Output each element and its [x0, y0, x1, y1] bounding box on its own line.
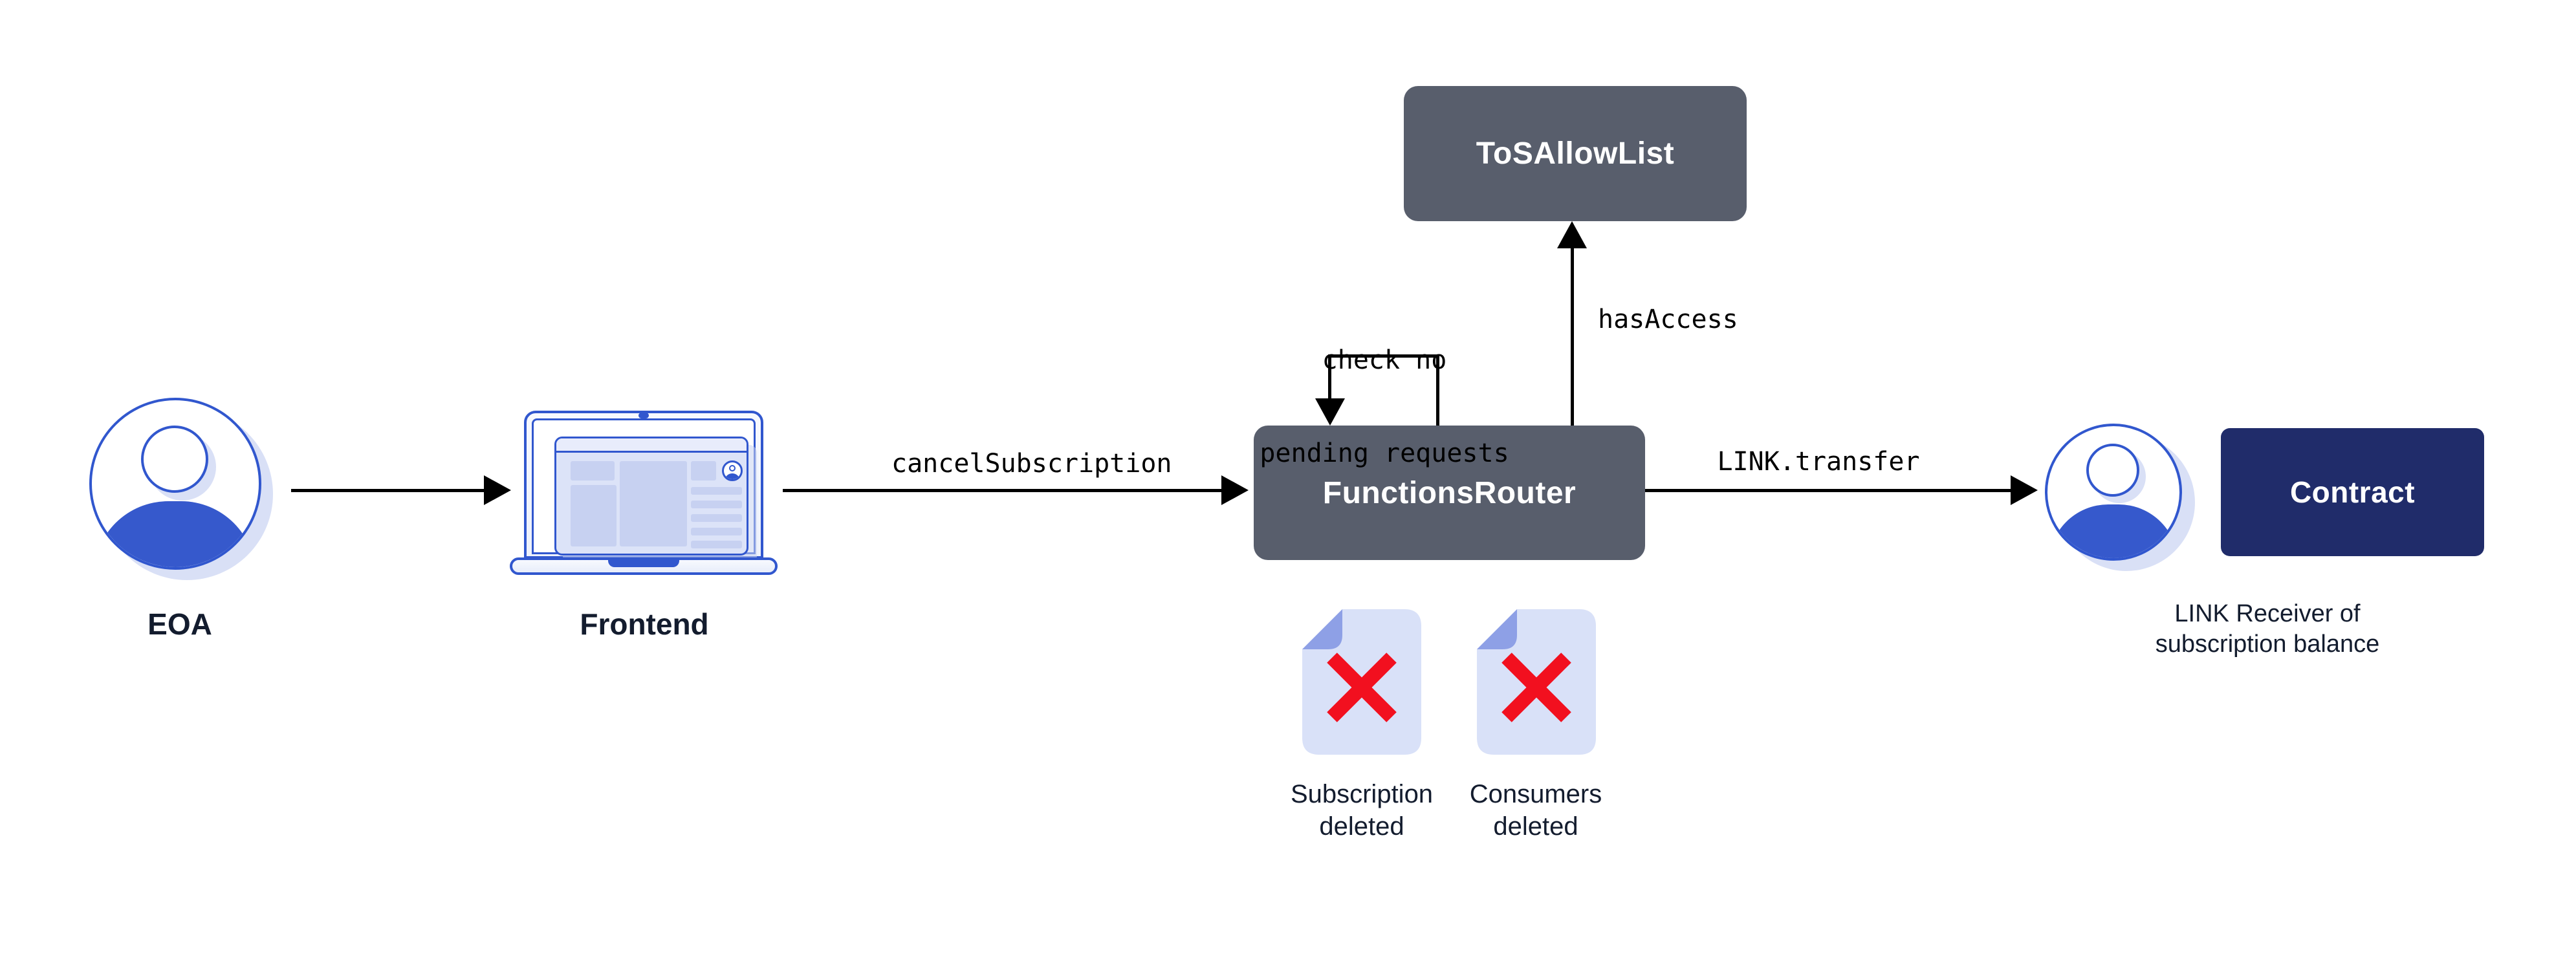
link-receiver-caption: LINK Receiver of subscription balance	[2106, 599, 2429, 660]
consumers-deleted-label: Consumers deleted	[1439, 778, 1633, 843]
browser-text-line	[691, 501, 742, 508]
consumers-deleted-doc-icon	[1477, 609, 1596, 755]
arrowhead-eoa-to-frontend	[484, 475, 511, 505]
tos-allow-list-node: ToSAllowList	[1404, 86, 1747, 221]
browser-text-line	[691, 541, 742, 548]
contract-node: Contract	[2221, 428, 2484, 556]
tos-allow-list-label: ToSAllowList	[1476, 136, 1675, 171]
red-x-icon	[1501, 653, 1571, 722]
browser-block	[571, 485, 617, 546]
browser-text-line	[691, 514, 742, 522]
self-loop-arrowhead	[1315, 398, 1345, 426]
subscription-deleted-line1: Subscription	[1290, 780, 1434, 808]
self-loop-label-line1: check no	[1322, 345, 1447, 375]
has-access-edge-label: hasAccess	[1598, 305, 1738, 334]
laptop-camera-dot	[639, 413, 649, 418]
browser-block	[620, 461, 687, 546]
browser-text-line	[691, 528, 742, 535]
browser-text-line	[691, 487, 742, 495]
link-receiver-caption-line2: subscription balance	[2155, 631, 2380, 658]
link-receiver-caption-line1: LINK Receiver of	[2174, 600, 2361, 627]
arrow-frontend-to-router	[783, 489, 1225, 492]
arrowhead-router-to-receiver	[2011, 475, 2038, 505]
consumers-deleted-line2: deleted	[1493, 812, 1578, 841]
laptop-base	[510, 557, 778, 575]
arrow-router-to-receiver	[1645, 489, 2014, 492]
arrow-router-to-tos	[1571, 247, 1574, 426]
subscription-deleted-doc-icon	[1302, 609, 1421, 755]
eoa-person-icon	[89, 398, 261, 570]
frontend-label: Frontend	[580, 607, 709, 641]
link-transfer-edge-label: LINK.transfer	[1717, 447, 1920, 477]
functions-router-label: FunctionsRouter	[1322, 475, 1577, 510]
receiver-person-icon	[2045, 424, 2182, 561]
browser-block	[691, 461, 716, 481]
receiver-shoulders	[2049, 504, 2178, 558]
cancel-subscription-edge-label: cancelSubscription	[891, 449, 1172, 479]
subscription-deleted-label: Subscription deleted	[1265, 778, 1459, 843]
consumers-deleted-line1: Consumers	[1469, 780, 1602, 808]
browser-avatar-head	[729, 465, 736, 471]
arrow-eoa-to-frontend	[291, 489, 487, 492]
arrowhead-router-to-tos	[1557, 221, 1587, 248]
self-loop-left-segment	[1328, 356, 1331, 400]
subscription-deleted-line2: deleted	[1319, 812, 1404, 841]
arrowhead-frontend-to-router	[1221, 475, 1249, 505]
laptop-screen	[532, 418, 757, 564]
browser-avatar-shoulders	[725, 473, 740, 479]
contract-label: Contract	[2289, 475, 2416, 509]
self-loop-top-segment	[1328, 354, 1439, 358]
self-loop-label: check no pending requests	[1255, 283, 1514, 531]
red-x-icon	[1327, 653, 1397, 722]
frontend-laptop-icon	[524, 411, 763, 564]
eoa-label: EOA	[147, 607, 212, 641]
laptop-base-notch	[608, 560, 679, 567]
functions-router-node: FunctionsRouter	[1254, 426, 1645, 560]
browser-topbar	[556, 438, 747, 453]
browser-avatar-icon	[722, 460, 743, 481]
self-loop-right-segment	[1436, 356, 1439, 426]
eoa-shoulders	[94, 501, 256, 567]
receiver-head	[2086, 444, 2139, 497]
browser-window	[554, 437, 748, 556]
eoa-head	[141, 426, 208, 493]
self-loop-label-line2: pending requests	[1260, 438, 1509, 468]
browser-block	[571, 461, 615, 481]
